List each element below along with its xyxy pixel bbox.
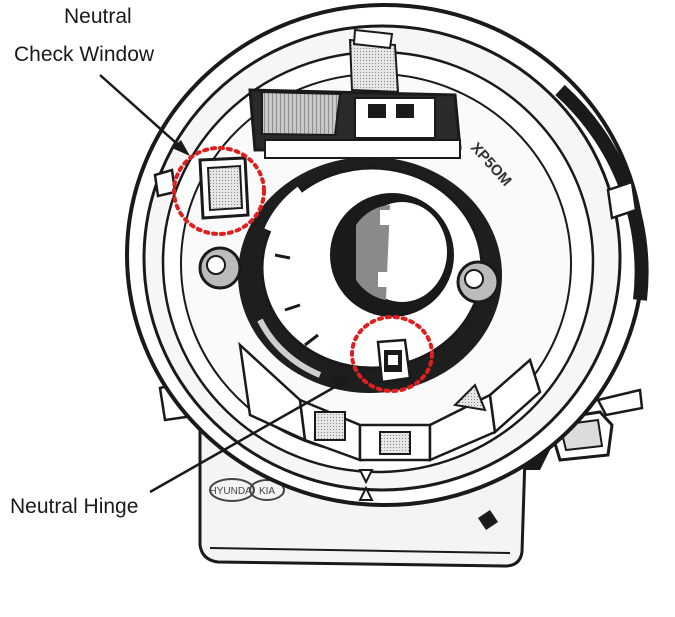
label-neutral-hinge: Neutral Hinge — [10, 495, 139, 518]
brand-logos: HYUNDAI KIA — [209, 478, 285, 502]
highlight-circle-check-window — [172, 146, 266, 236]
logo-hyundai: HYUNDAI — [209, 486, 254, 497]
leader-hinge — [149, 376, 350, 494]
label-neutral-check-window-line1: Neutral — [64, 5, 132, 28]
highlight-circle-hinge — [350, 315, 434, 393]
label-neutral-check-window-line2: Check Window — [14, 43, 155, 66]
bottom-segments — [238, 341, 542, 501]
top-connector — [248, 28, 462, 159]
logo-kia: KIA — [259, 486, 275, 497]
leader-check-window — [99, 74, 190, 156]
neutral-hinge — [376, 338, 412, 384]
inner-ring — [238, 157, 502, 393]
mounting-bosses — [198, 246, 500, 304]
neutral-check-window — [198, 156, 250, 220]
